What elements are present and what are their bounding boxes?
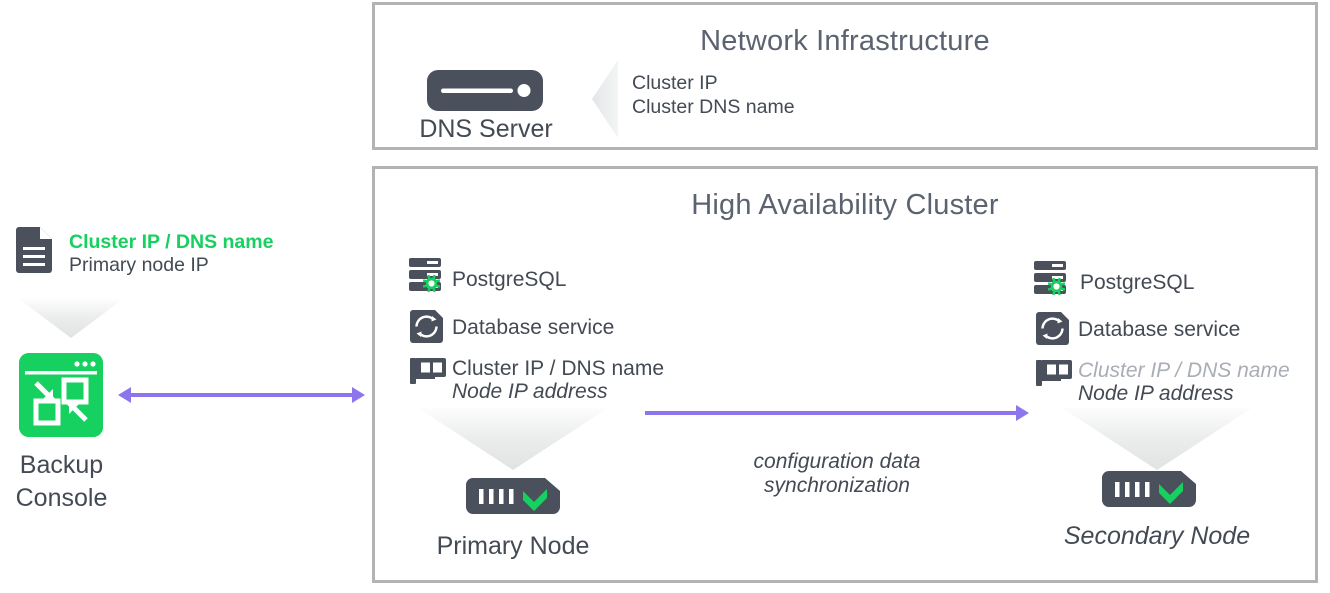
secondary-node-label: Secondary Node: [1063, 522, 1251, 550]
backup-console-label-line2: Console: [15, 484, 108, 512]
backup-console-icon[interactable]: [19, 353, 103, 437]
secondary-database-service-label: Database service: [1078, 318, 1241, 341]
funnel-shape-console: [19, 299, 123, 338]
primary-cluster-ip-dns-label: Cluster IP / DNS name: [452, 357, 665, 380]
sync-label-line1: configuration data: [753, 450, 921, 473]
primary-database-service-label: Database service: [452, 316, 615, 339]
network-card-icon: [1036, 360, 1072, 391]
node-status-ok-icon: [466, 478, 560, 519]
database-service-refresh-icon: [410, 310, 443, 348]
primary-node-ip-label: Primary node IP: [69, 254, 209, 276]
network-infrastructure-title: Network Infrastructure: [700, 25, 990, 57]
dns-server-icon: [427, 70, 543, 116]
high-availability-cluster-title: High Availability Cluster: [691, 189, 999, 221]
cluster-ip-dns-name-label: Cluster IP / DNS name: [69, 231, 274, 253]
postgresql-server-gear-icon: [409, 258, 449, 305]
secondary-node-ip-address-label: Node IP address: [1078, 382, 1234, 405]
database-service-refresh-icon: [1036, 312, 1069, 350]
primary-node-label: Primary Node: [436, 532, 590, 560]
primary-node-ip-address-label: Node IP address: [452, 380, 608, 403]
cluster-dns-name-callout-line2: Cluster DNS name: [632, 96, 795, 118]
network-card-icon: [410, 358, 446, 389]
primary-postgresql-label: PostgreSQL: [452, 268, 567, 291]
backup-console-label-line1: Backup: [19, 451, 104, 479]
secondary-postgresql-label: PostgreSQL: [1080, 271, 1195, 294]
sync-label-line2: synchronization: [764, 474, 910, 497]
document-icon: [16, 227, 52, 278]
postgresql-server-gear-icon: [1034, 261, 1074, 308]
cluster-ip-callout-line1: Cluster IP: [632, 72, 718, 94]
secondary-cluster-ip-dns-label: Cluster IP / DNS name: [1078, 359, 1290, 382]
dns-server-label: DNS Server: [419, 115, 553, 143]
node-status-ok-icon: [1102, 471, 1196, 512]
